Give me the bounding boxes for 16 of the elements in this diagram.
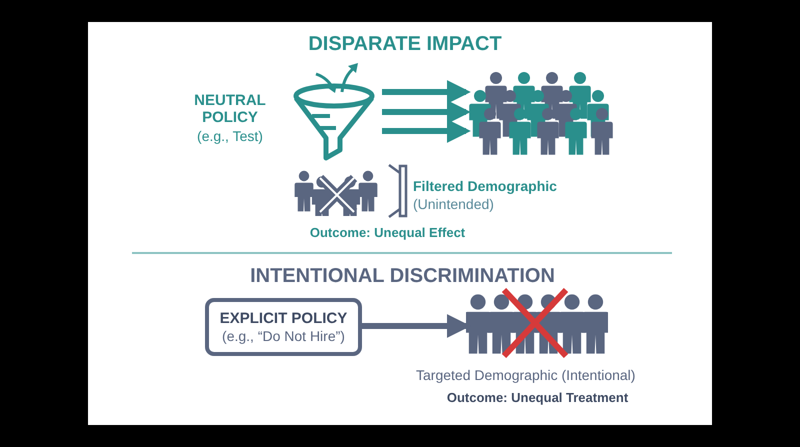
arrow — [382, 119, 471, 143]
policy-title: EXPLICIT POLICY — [220, 310, 348, 328]
example-text: (e.g., “Do Not Hire”) — [222, 328, 345, 344]
example-text: (e.g., Test) — [196, 128, 264, 144]
caption-text: Targeted Demographic (Intentional) — [416, 367, 636, 384]
outcome-text: Outcome: Unequal Effect — [308, 226, 466, 241]
targeted-group-drawing — [466, 288, 608, 358]
group-label: Filtered Demographic — [413, 178, 557, 194]
section-heading: DISPARATE IMPACT — [307, 33, 503, 56]
policy-label: NEUTRAL POLICY — [193, 92, 267, 126]
arrow — [382, 80, 471, 104]
outcome-text: Outcome: Unequal Treatment — [446, 391, 630, 406]
arrow — [382, 100, 471, 124]
section-heading: INTENTIONAL DISCRIMINATION — [249, 265, 556, 288]
note-text: (Unintended) — [413, 196, 494, 212]
policy-box — [205, 298, 362, 356]
